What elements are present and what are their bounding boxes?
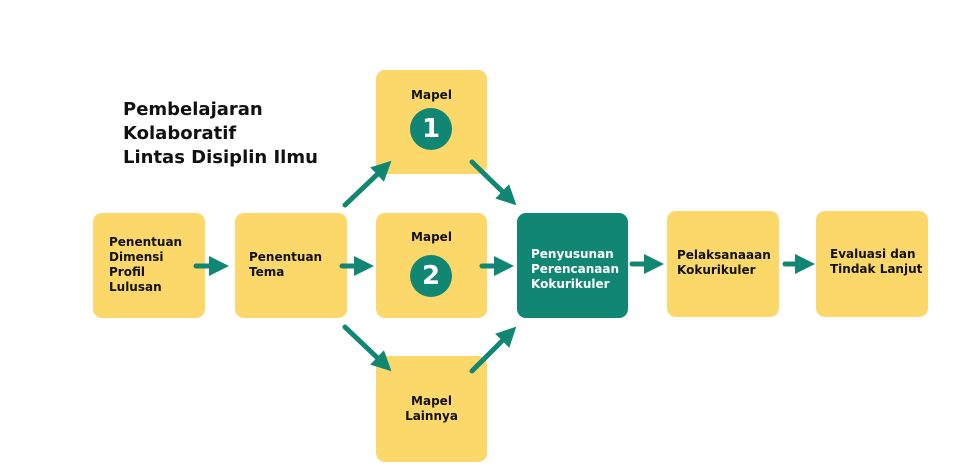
node-label: Penentuan Tema bbox=[249, 250, 323, 279]
arrow-mapel-lainnya-to-perencanaan bbox=[469, 326, 517, 374]
node-label: Penentuan Dimensi Profil Lulusan bbox=[109, 235, 183, 294]
arrow-tema-to-mapel-lainnya bbox=[342, 324, 392, 372]
node-label: Penyusunan Perencanaan Kokurikuler bbox=[531, 247, 620, 291]
node-mapel-2: Mapel 2 bbox=[376, 213, 487, 318]
diagram-title: Pembelajaran Kolaboratif Lintas Disiplin… bbox=[123, 99, 318, 168]
number-badge-1: 1 bbox=[410, 108, 452, 150]
node-label: Mapel Lainnya bbox=[405, 394, 458, 423]
node-evaluasi: Evaluasi dan Tindak Lanjut bbox=[816, 211, 928, 317]
node-penyusunan-perencanaan: Penyusunan Perencanaan Kokurikuler bbox=[517, 213, 628, 318]
number-badge-2: 2 bbox=[410, 255, 452, 297]
node-label: Mapel bbox=[411, 230, 452, 244]
node-label: Evaluasi dan Tindak Lanjut bbox=[830, 247, 923, 276]
node-penentuan-profil: Penentuan Dimensi Profil Lulusan bbox=[93, 213, 205, 318]
node-label: Pelaksanaaan Kokurikuler bbox=[677, 248, 771, 277]
node-mapel-lainnya: Mapel Lainnya bbox=[376, 356, 487, 462]
node-pelaksanaan: Pelaksanaaan Kokurikuler bbox=[667, 211, 779, 317]
node-penentuan-tema: Penentuan Tema bbox=[235, 213, 347, 318]
node-mapel-1: Mapel 1 bbox=[376, 70, 487, 174]
arrow-mapel1-to-perencanaan bbox=[469, 159, 517, 206]
arrow-tema-to-mapel1 bbox=[342, 160, 392, 208]
node-label: Mapel bbox=[411, 88, 452, 102]
